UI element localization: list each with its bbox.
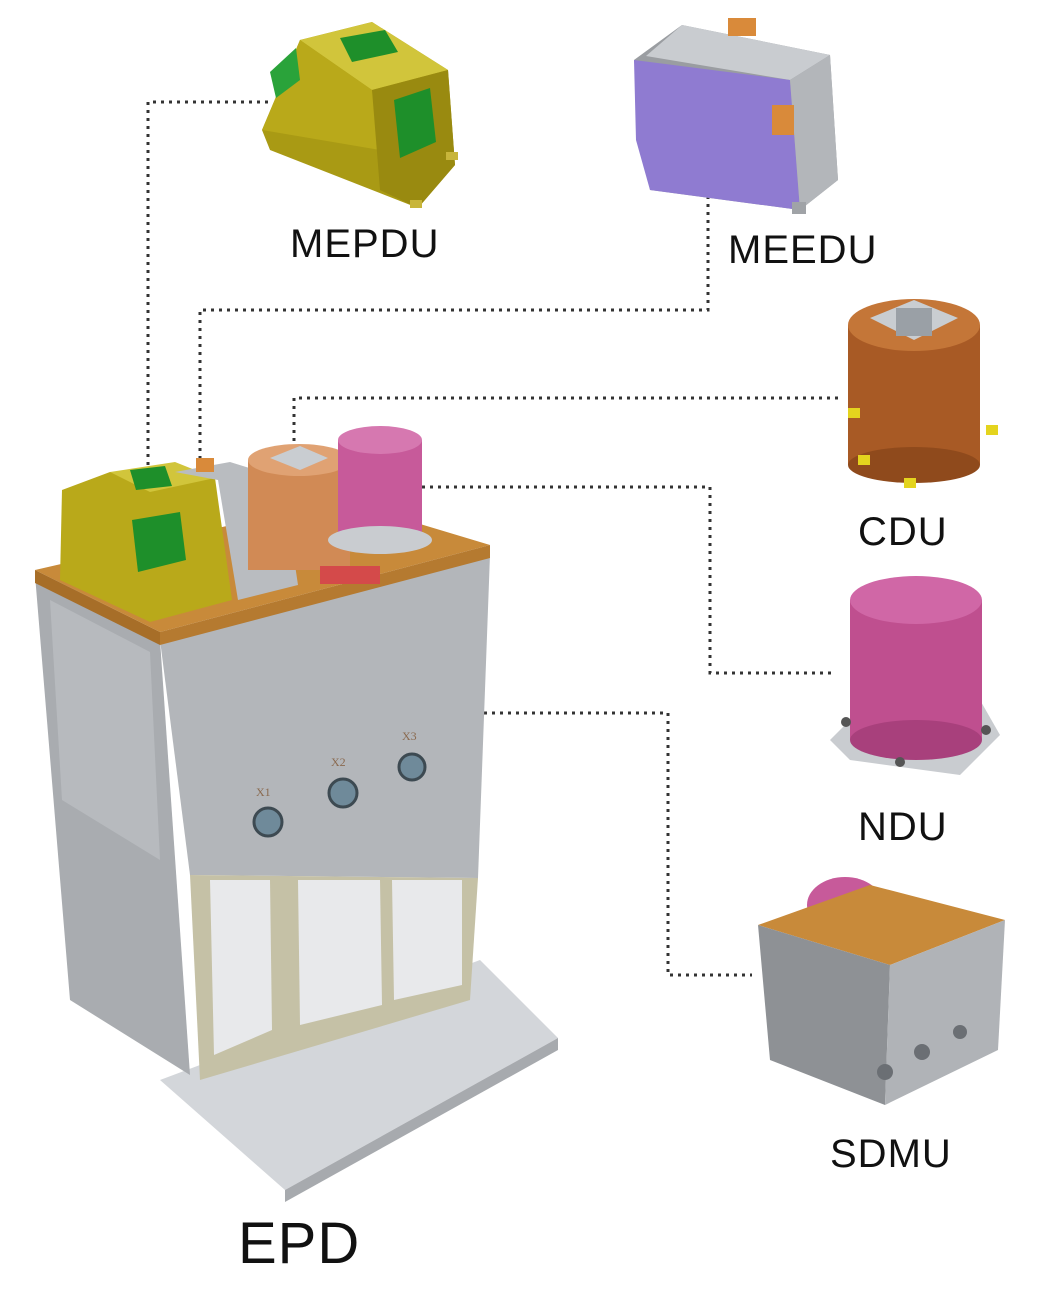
- ndu-unit: [830, 576, 1000, 775]
- label-epd: EPD: [238, 1211, 361, 1276]
- label-mepdu: MEPDU: [290, 222, 440, 266]
- line-ndu: [398, 485, 835, 675]
- mepdu-unit: [262, 22, 458, 208]
- line-meedu: [198, 188, 710, 462]
- connector-lines: [146, 100, 838, 977]
- connector-x2-label: X2: [331, 755, 346, 769]
- meedu-unit: [634, 18, 838, 214]
- line-cdu: [292, 396, 838, 462]
- connector-x3-label: X3: [402, 729, 417, 743]
- label-ndu: NDU: [858, 805, 948, 849]
- cdu-unit: [848, 299, 998, 488]
- label-meedu: MEEDU: [728, 228, 878, 272]
- label-cdu: CDU: [858, 510, 948, 554]
- sdmu-unit: [758, 877, 1005, 1105]
- line-sdmu: [356, 711, 752, 977]
- connector-x1-label: X1: [256, 785, 271, 799]
- connector-x3: [397, 752, 427, 782]
- label-sdmu: SDMU: [830, 1132, 952, 1176]
- connector-x2: [327, 777, 359, 809]
- line-mepdu: [146, 100, 268, 470]
- connector-x1: [252, 806, 284, 838]
- epd-assembly: X1 X2 X3: [35, 426, 558, 1202]
